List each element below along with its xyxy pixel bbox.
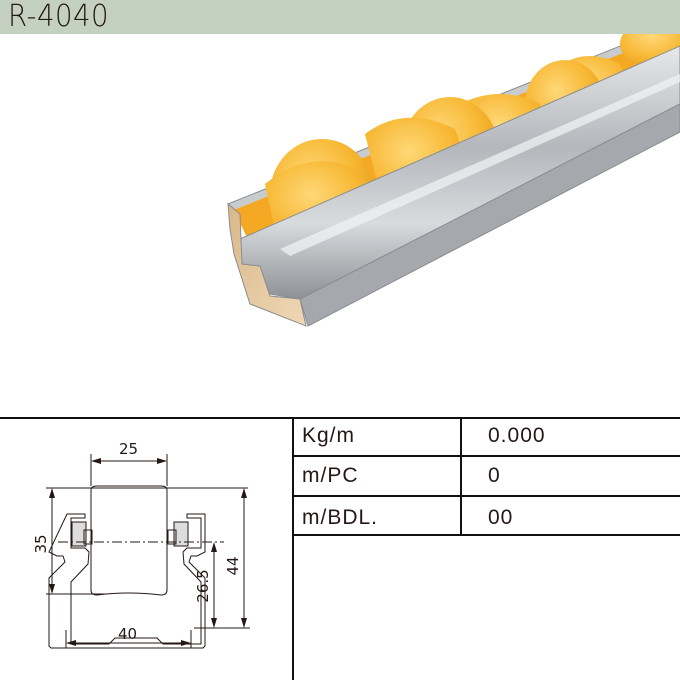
product-code: R-4040 bbox=[8, 0, 110, 34]
table-row-divider bbox=[292, 534, 680, 536]
table-row-divider bbox=[292, 455, 680, 457]
table-left-divider bbox=[292, 417, 294, 680]
spec-value-length-per-bundle: 00 bbox=[488, 506, 514, 529]
dim-total-height: 44 bbox=[224, 556, 242, 575]
title-bar: R-4040 bbox=[0, 0, 680, 34]
spec-value-weight: 0.000 bbox=[488, 424, 546, 447]
table-column-divider bbox=[460, 417, 462, 536]
spec-label-length-per-bundle: m/BDL. bbox=[302, 506, 379, 529]
spec-label-weight: Kg/m bbox=[302, 424, 356, 447]
dim-axle-height: 26.5 bbox=[194, 569, 212, 602]
table-row-divider bbox=[292, 495, 680, 497]
dim-roller-width: 25 bbox=[119, 440, 138, 458]
product-photo bbox=[227, 34, 680, 327]
dim-base-width: 40 bbox=[118, 625, 137, 643]
table-top-border bbox=[0, 417, 680, 419]
spec-value-length-per-piece: 0 bbox=[488, 464, 501, 487]
spec-label-length-per-piece: m/PC bbox=[302, 464, 359, 487]
dim-roller-height: 35 bbox=[32, 534, 50, 553]
cross-section-drawing: 25 35 26.5 44 40 bbox=[32, 440, 250, 649]
